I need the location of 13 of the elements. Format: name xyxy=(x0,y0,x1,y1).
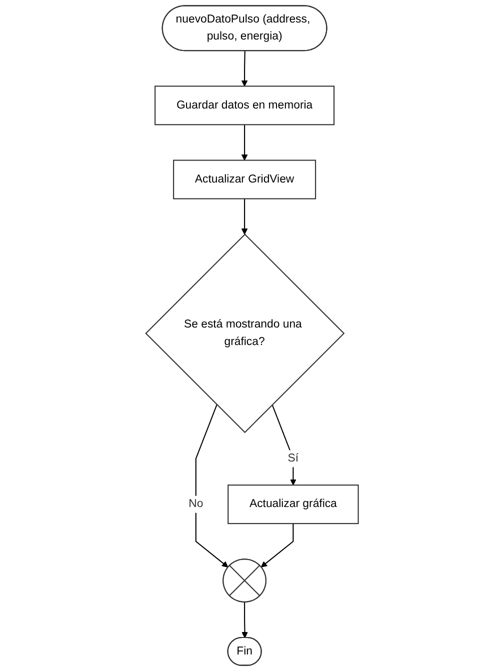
arrow xyxy=(241,198,248,235)
node-box: Guardar datos en memoria xyxy=(154,86,334,126)
arrow xyxy=(241,124,248,161)
arrow xyxy=(242,602,248,638)
arrow xyxy=(241,50,248,86)
node-box: Actualizar GridView xyxy=(172,160,316,200)
edge-label: Sí xyxy=(288,452,298,464)
edge-label: No xyxy=(188,498,204,510)
arrow xyxy=(260,524,294,568)
node-diamond: Se está mostrando una gráfica? xyxy=(145,234,345,434)
arrow xyxy=(272,404,296,486)
node-box: Actualizar gráfica xyxy=(228,484,359,524)
arrow xyxy=(195,404,228,568)
